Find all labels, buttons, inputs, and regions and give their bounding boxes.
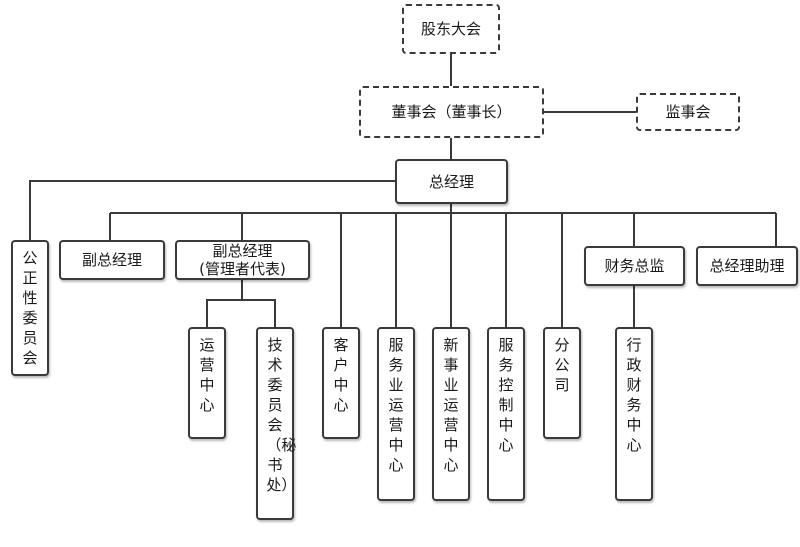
gm-label: 总经理 bbox=[428, 172, 474, 191]
gm-assistant-label: 总经理助理 bbox=[709, 257, 785, 275]
line-gm-fairness bbox=[29, 180, 397, 240]
admin-finance-center-label: 行政财务中心 bbox=[626, 336, 642, 454]
service-ops-center-box: 服务业运营中心 bbox=[377, 327, 415, 501]
deputy-gm-rep-subtitle: (管理者代表) bbox=[199, 260, 286, 278]
tech-committee-label: 技术委员会（秘书处） bbox=[266, 336, 297, 494]
board-label: 董事会（董事长） bbox=[391, 103, 512, 121]
board-box: 董事会（董事长） bbox=[359, 86, 544, 138]
operations-center-label: 运营中心 bbox=[199, 336, 215, 414]
shareholders-label: 股东大会 bbox=[420, 20, 481, 38]
cfo-label: 财务总监 bbox=[604, 257, 665, 275]
shareholders-box: 股东大会 bbox=[402, 4, 500, 54]
tech-committee-box: 技术委员会（秘书处） bbox=[256, 327, 297, 520]
supervisors-label: 监事会 bbox=[665, 103, 711, 121]
service-ops-center-label: 服务业运营中心 bbox=[388, 336, 404, 474]
line-deputy-rep-children bbox=[206, 299, 276, 327]
cfo-box: 财务总监 bbox=[584, 246, 685, 286]
branch-office-label: 分公司 bbox=[554, 336, 570, 394]
deputy-gm-label: 副总经理 bbox=[81, 251, 142, 269]
branch-office-box: 分公司 bbox=[543, 327, 581, 439]
gm-assistant-box: 总经理助理 bbox=[696, 246, 798, 286]
service-control-center-label: 服务控制中心 bbox=[498, 336, 514, 454]
gm-box: 总经理 bbox=[395, 159, 508, 204]
supervisors-box: 监事会 bbox=[636, 93, 740, 131]
new-business-ops-center-box: 新事业运营中心 bbox=[432, 327, 470, 501]
service-control-center-box: 服务控制中心 bbox=[487, 327, 525, 501]
deputy-gm-box: 副总经理 bbox=[59, 240, 165, 280]
deputy-gm-rep-title: 副总经理 bbox=[212, 242, 273, 260]
fairness-committee-box: 公正性委员会 bbox=[11, 240, 49, 376]
fairness-committee-label: 公正性委员会 bbox=[22, 249, 38, 367]
admin-finance-center-box: 行政财务中心 bbox=[615, 327, 653, 501]
new-business-ops-center-label: 新事业运营中心 bbox=[443, 336, 459, 474]
customer-center-label: 客户中心 bbox=[333, 336, 349, 414]
customer-center-box: 客户中心 bbox=[322, 327, 360, 439]
operations-center-box: 运营中心 bbox=[188, 327, 226, 439]
deputy-gm-rep-box: 副总经理 (管理者代表) bbox=[175, 240, 310, 280]
